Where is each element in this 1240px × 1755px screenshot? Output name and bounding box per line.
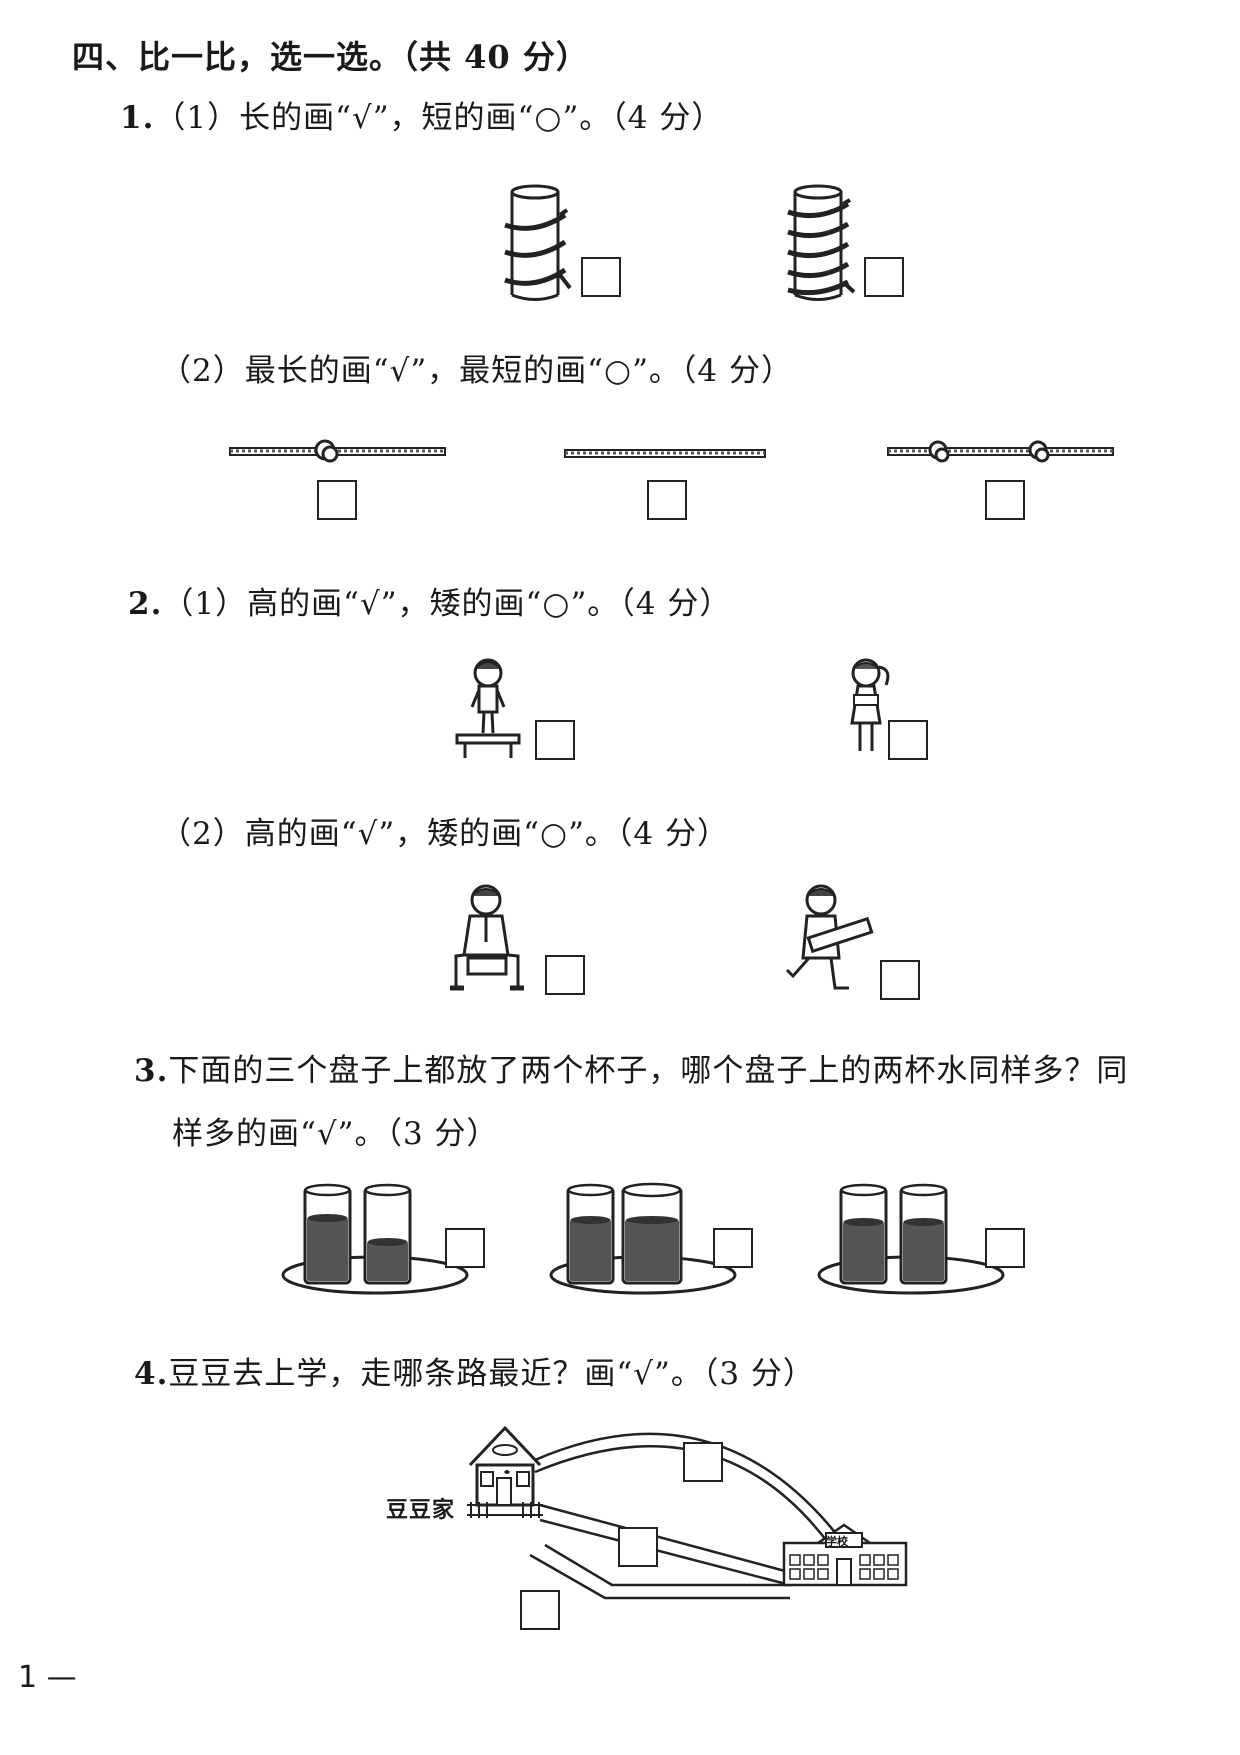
q3-answer-box-2[interactable] bbox=[713, 1228, 753, 1268]
q4-answer-box-bottom[interactable] bbox=[520, 1590, 560, 1630]
cup-icon bbox=[566, 1183, 615, 1285]
q1-part1-text: （1）长的画“√”，短的画“○”。（4 分） bbox=[154, 100, 724, 136]
rope-icon bbox=[564, 449, 766, 458]
q2-part1-text: （1）高的画“√”，矮的画“○”。（4 分） bbox=[162, 586, 732, 622]
q1-rope-box-3[interactable] bbox=[985, 480, 1025, 520]
cylinder-with-rope-icon bbox=[787, 184, 856, 301]
page-number: 1 — bbox=[18, 1660, 77, 1695]
girl-icon bbox=[850, 658, 890, 751]
q3-answer-box-3[interactable] bbox=[985, 1228, 1025, 1268]
q3-line1-text: 下面的三个盘子上都放了两个杯子，哪个盘子上的两杯水同样多？同 bbox=[168, 1053, 1129, 1089]
q2-number: 2. bbox=[128, 586, 163, 622]
school-sign: 学校 bbox=[826, 1535, 848, 1548]
rope-icon bbox=[887, 440, 1114, 463]
q3-prompt-line2: 样多的画“√”。（3 分） bbox=[172, 1116, 499, 1152]
q4-prompt: 4.豆豆去上学，走哪条路最近？画“√”。（3 分） bbox=[134, 1348, 815, 1393]
q1-part1-prompt: 1.（1）长的画“√”，短的画“○”。（4 分） bbox=[120, 92, 723, 137]
cup-icon bbox=[303, 1183, 352, 1285]
q4-number: 4. bbox=[134, 1356, 169, 1392]
child-on-bench-icon bbox=[455, 658, 521, 758]
cup-icon bbox=[839, 1183, 888, 1285]
home-label: 豆豆家 bbox=[386, 1497, 456, 1523]
q2-answer-box-2[interactable] bbox=[888, 720, 928, 760]
q2-answer-box-4[interactable] bbox=[880, 960, 920, 1000]
q2-answer-box-1[interactable] bbox=[535, 720, 575, 760]
q3-number: 3. bbox=[134, 1053, 169, 1089]
q2-answer-box-3[interactable] bbox=[545, 955, 585, 995]
q1-rope-box-2[interactable] bbox=[647, 480, 687, 520]
house-icon bbox=[467, 1425, 543, 1518]
q4-text: 豆豆去上学，走哪条路最近？画“√”。（3 分） bbox=[168, 1356, 815, 1392]
q1-part2-prompt: （2）最长的画“√”，最短的画“○”。（4 分） bbox=[160, 353, 793, 389]
q4-answer-box-top[interactable] bbox=[683, 1442, 723, 1482]
plate-with-cups-2 bbox=[549, 1182, 737, 1295]
q1-rope-box-1[interactable] bbox=[317, 480, 357, 520]
cup-icon bbox=[363, 1183, 412, 1285]
q4-answer-box-middle[interactable] bbox=[618, 1527, 658, 1567]
cup-icon bbox=[899, 1183, 948, 1285]
school-building-icon bbox=[782, 1523, 908, 1587]
man-sitting-icon bbox=[450, 884, 524, 991]
rope-icon bbox=[229, 439, 446, 463]
q1-answer-box-1[interactable] bbox=[581, 257, 621, 297]
plate-with-cups-1 bbox=[281, 1183, 469, 1295]
cup-icon bbox=[621, 1182, 683, 1285]
plate-with-cups-3 bbox=[817, 1183, 1005, 1295]
q2-part2-prompt: （2）高的画“√”，矮的画“○”。（4 分） bbox=[160, 816, 729, 852]
q2-part1-prompt: 2.（1）高的画“√”，矮的画“○”。（4 分） bbox=[128, 578, 731, 623]
q3-prompt-line1: 3.下面的三个盘子上都放了两个杯子，哪个盘子上的两杯水同样多？同 bbox=[134, 1045, 1128, 1090]
q1-answer-box-2[interactable] bbox=[864, 257, 904, 297]
q3-answer-box-1[interactable] bbox=[445, 1228, 485, 1268]
section-heading: 四、比一比，选一选。（共 40 分） bbox=[72, 38, 589, 76]
boy-carrying-icon bbox=[785, 884, 874, 990]
q1-number: 1. bbox=[120, 100, 155, 136]
cylinder-with-rope-icon bbox=[504, 184, 572, 301]
